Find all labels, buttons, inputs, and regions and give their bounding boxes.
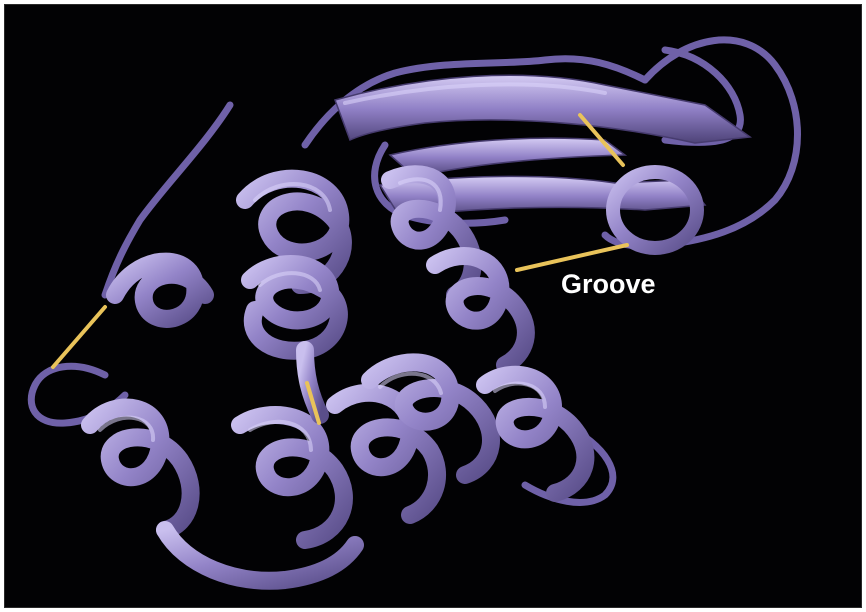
helices — [90, 174, 585, 581]
disulfide-bond-left — [53, 307, 105, 367]
helix-center — [250, 264, 339, 351]
helix-bottom-center — [240, 415, 344, 540]
helix-far-right — [485, 375, 585, 493]
helix-left — [115, 262, 205, 319]
ribbon-diagram — [5, 5, 862, 608]
disulfide-bond-groove — [517, 245, 627, 270]
groove-label: Groove — [561, 271, 656, 298]
protein-ribbon-figure: Groove — [4, 4, 862, 608]
